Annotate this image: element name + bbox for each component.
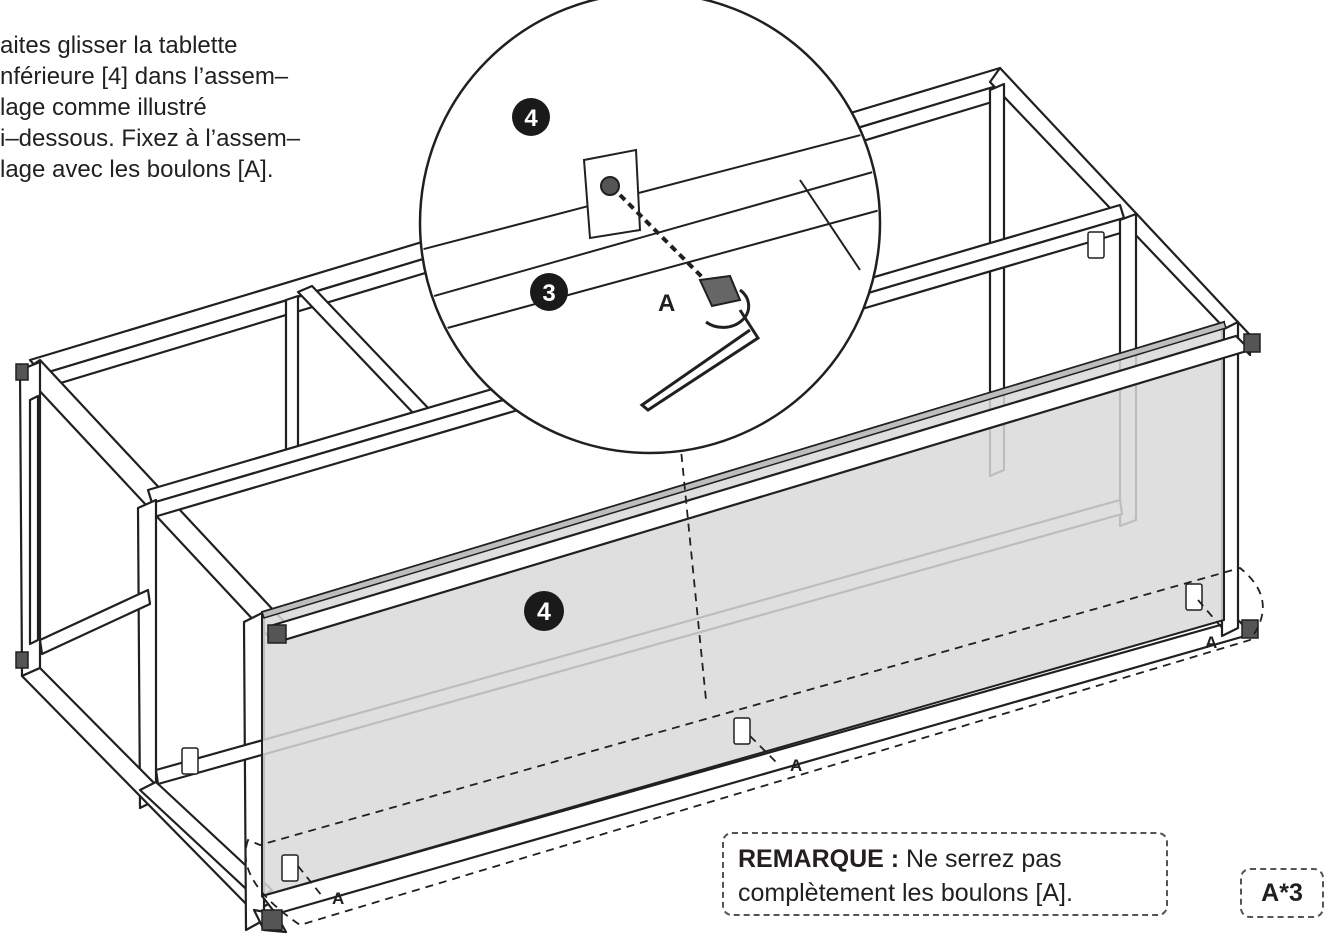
instruction-line: i–dessous. Fixez à l’assem– (0, 125, 301, 152)
svg-text:4: 4 (524, 105, 538, 132)
instruction-line: lage avec les boulons [A]. (0, 156, 274, 183)
bolt-label: A (1205, 633, 1217, 652)
instruction-line: nférieure [4] dans l’assem– (0, 63, 289, 90)
part-badge-4-panel: 4 (524, 591, 564, 631)
part-badge-4-zoom: 4 (512, 98, 550, 136)
note-text: Ne serrez pas (899, 845, 1062, 873)
detail-zoom (418, 0, 882, 455)
instruction-line: lage comme illustré (0, 94, 207, 121)
note-box: REMARQUE : Ne serrez pas complètement le… (722, 832, 1168, 916)
bolt-label: A (332, 889, 344, 908)
note-text: complètement les boulons [A]. (738, 879, 1073, 907)
part-badge-3: 3 (530, 273, 568, 311)
svg-text:3: 3 (542, 280, 555, 307)
instruction-line: aites glisser la tablette (0, 32, 238, 59)
note-label: REMARQUE : (738, 845, 900, 873)
bolt-label: A (790, 756, 802, 775)
shelf-panel-edge (261, 321, 1227, 619)
instruction-text: aites glisser la tablette nférieure [4] … (0, 30, 300, 185)
quantity-box: A*3 (1240, 868, 1324, 918)
svg-text:4: 4 (537, 598, 551, 626)
bolt-label-zoom: A (658, 290, 675, 317)
brackets (181, 231, 1203, 882)
guide-lines (244, 439, 1264, 926)
